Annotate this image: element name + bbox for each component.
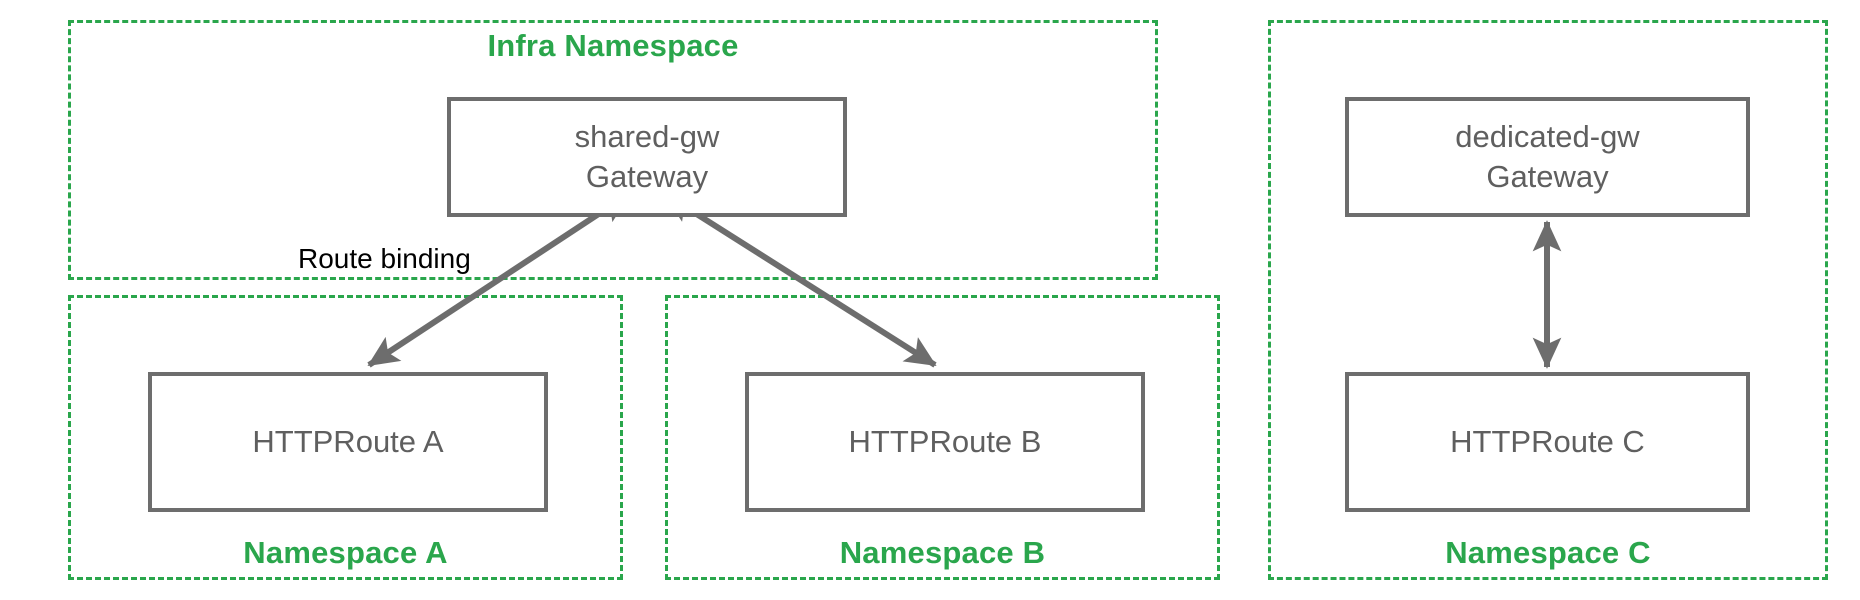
- namespace-label-infra: Infra Namespace: [487, 28, 739, 63]
- node-httproute-c[interactable]: HTTPRoute C: [1345, 372, 1750, 512]
- node-httproute-a-name: HTTPRoute A: [252, 424, 444, 460]
- namespace-label-c: Namespace C: [1445, 535, 1651, 570]
- namespace-container-a: [68, 295, 623, 580]
- node-dedicated-gw-kind: Gateway: [1486, 159, 1609, 194]
- namespace-label-a: Namespace A: [243, 535, 448, 570]
- node-httproute-c-name: HTTPRoute C: [1450, 424, 1645, 460]
- namespace-container-b: [665, 295, 1220, 580]
- namespace-container-c: [1268, 20, 1828, 580]
- edge-label-route-binding: Route binding: [292, 243, 477, 275]
- node-httproute-b-name: HTTPRoute B: [848, 424, 1042, 460]
- node-shared-gw-kind: Gateway: [585, 159, 709, 194]
- node-httproute-b[interactable]: HTTPRoute B: [745, 372, 1145, 512]
- node-httproute-a[interactable]: HTTPRoute A: [148, 372, 548, 512]
- node-shared-gw[interactable]: shared-gw Gateway: [447, 97, 847, 217]
- namespace-label-b: Namespace B: [839, 535, 1046, 570]
- node-dedicated-gw[interactable]: dedicated-gw Gateway: [1345, 97, 1750, 217]
- node-shared-gw-name: shared-gw: [574, 119, 720, 155]
- node-dedicated-gw-name: dedicated-gw: [1455, 119, 1640, 155]
